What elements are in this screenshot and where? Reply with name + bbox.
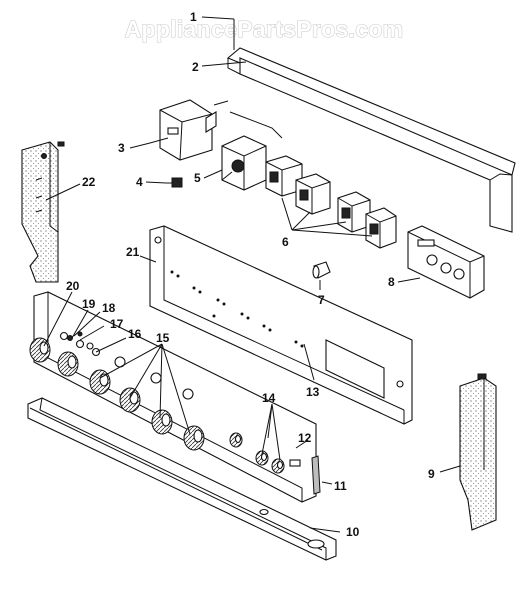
callout-2: 2 [192, 60, 199, 74]
callout-21: 21 [126, 245, 140, 259]
part-electronic-clock [407, 225, 485, 299]
callout-labels: 1 2 3 4 5 6 7 8 9 10 11 12 13 14 15 16 1… [66, 10, 435, 539]
part-left-side-trim [21, 141, 65, 283]
callout-7: 7 [318, 293, 325, 307]
callout-20: 20 [66, 279, 80, 293]
callout-8: 8 [388, 275, 395, 289]
callout-4: 4 [136, 175, 143, 189]
callout-18: 18 [102, 301, 116, 315]
callout-5: 5 [194, 171, 201, 185]
part-indicator-lamp [312, 261, 331, 279]
part-bottom-trim [27, 397, 337, 561]
callout-17: 17 [110, 317, 124, 331]
leader-lines [43, 16, 461, 533]
part-screw [166, 177, 183, 188]
callout-3: 3 [118, 141, 125, 155]
callout-12: 12 [298, 431, 312, 445]
watermark-text: AppliancePartsPros.com [125, 16, 404, 42]
callout-13: 13 [306, 385, 320, 399]
part-small-buttons [67, 331, 94, 350]
callout-14: 14 [262, 391, 276, 405]
callout-11: 11 [334, 479, 347, 493]
part-bracket [311, 455, 321, 495]
callout-1: 1 [190, 10, 197, 24]
part-backguard-trim [226, 47, 516, 233]
part-control-knobs [29, 337, 205, 451]
part-wire [213, 100, 283, 139]
part-control-face-panel [33, 291, 317, 503]
callout-16: 16 [128, 327, 142, 341]
part-infinite-switches [265, 155, 397, 249]
part-control-panel [149, 225, 413, 425]
part-clock-knobs [229, 432, 285, 474]
callout-9: 9 [428, 467, 435, 481]
part-right-side-trim [459, 373, 497, 531]
callout-22: 22 [82, 175, 96, 189]
callout-19: 19 [82, 297, 96, 311]
part-timer-motor [149, 99, 217, 161]
callout-10: 10 [346, 525, 360, 539]
callout-6: 6 [282, 235, 289, 249]
callout-15: 15 [156, 331, 170, 345]
part-selector-switch [221, 135, 267, 191]
